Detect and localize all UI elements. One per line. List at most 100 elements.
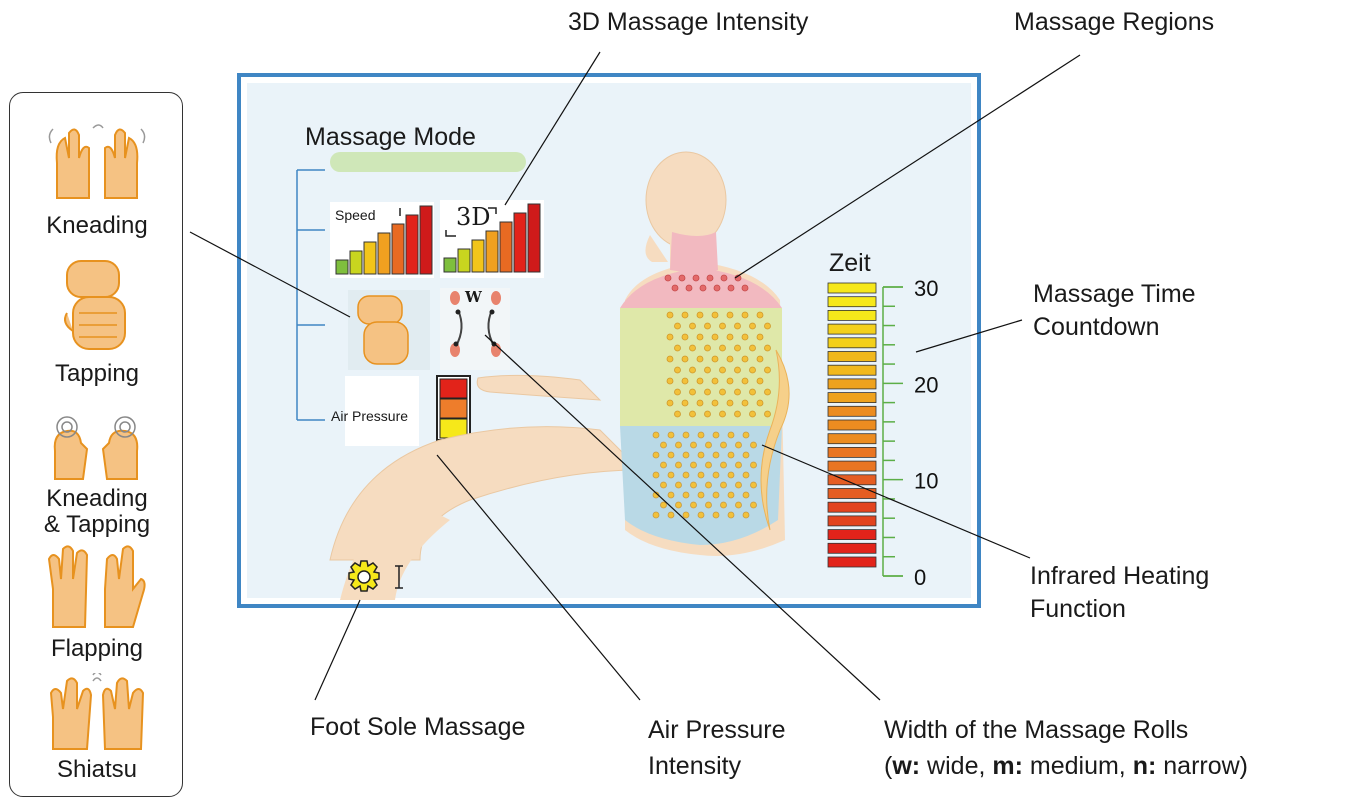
massage-dot	[743, 512, 749, 518]
massage-dot	[742, 378, 748, 384]
massage-dot	[668, 432, 674, 438]
massage-dot	[727, 312, 733, 318]
timer-bars	[828, 283, 876, 567]
massage-dot	[697, 334, 703, 340]
massage-dot	[661, 502, 667, 508]
massage-dot	[742, 285, 748, 291]
timer-tick-label: 20	[914, 372, 938, 397]
massage-dot	[682, 400, 688, 406]
massage-dot	[679, 275, 685, 281]
massage-dot	[706, 482, 712, 488]
massage-dot	[727, 400, 733, 406]
timer-segment	[828, 461, 876, 471]
massage-dot	[751, 462, 757, 468]
region-lower	[620, 426, 782, 545]
massage-dot	[698, 472, 704, 478]
massage-dot	[661, 482, 667, 488]
massage-dot	[721, 482, 727, 488]
massage-dot	[751, 502, 757, 508]
massage-dot	[705, 389, 711, 395]
massage-dot	[683, 512, 689, 518]
timer-segment	[828, 297, 876, 307]
massage-dot	[682, 312, 688, 318]
massage-dot	[721, 502, 727, 508]
massage-dot	[690, 345, 696, 351]
timer-ticks: 3020100	[883, 276, 938, 590]
massage-dot	[682, 378, 688, 384]
massage-dot	[661, 442, 667, 448]
massage-dot	[707, 275, 713, 281]
massage-dot	[682, 356, 688, 362]
massage-dot	[721, 275, 727, 281]
timer-segment	[828, 338, 876, 348]
callout-3d-intensity: 3D Massage Intensity	[568, 7, 808, 37]
massage-dot	[765, 389, 771, 395]
mode-title: Massage Mode	[305, 122, 476, 152]
massage-dot	[653, 472, 659, 478]
massage-dot	[735, 389, 741, 395]
timer-segment	[828, 352, 876, 362]
timer-segment	[828, 543, 876, 553]
massage-dot	[705, 323, 711, 329]
massage-dot	[698, 512, 704, 518]
massage-dot	[757, 334, 763, 340]
massage-dot	[735, 411, 741, 417]
massage-dot	[727, 378, 733, 384]
massage-dot	[765, 367, 771, 373]
intensity-bar	[444, 258, 456, 272]
massage-dot	[697, 400, 703, 406]
massage-dot	[653, 452, 659, 458]
massage-dot	[713, 452, 719, 458]
massage-dot	[690, 367, 696, 373]
massage-dot	[667, 356, 673, 362]
massage-dot	[742, 312, 748, 318]
massage-dot	[751, 482, 757, 488]
massage-dot	[653, 512, 659, 518]
massage-dot	[686, 285, 692, 291]
timer-segment	[828, 516, 876, 526]
massage-dot	[735, 323, 741, 329]
mode-bracket	[297, 170, 325, 420]
massage-dot	[697, 356, 703, 362]
massage-dot	[757, 312, 763, 318]
timer-segment	[828, 420, 876, 430]
timer-segment	[828, 310, 876, 320]
region-middle	[620, 308, 782, 426]
massage-dot	[698, 492, 704, 498]
intensity-bar	[458, 249, 470, 272]
massage-dot	[691, 442, 697, 448]
massage-dot	[728, 472, 734, 478]
massage-dot	[721, 442, 727, 448]
callout-width-rolls: Width of the Massage Rolls(w: wide, m: m…	[884, 712, 1248, 784]
massage-dot	[667, 334, 673, 340]
massage-dot	[713, 512, 719, 518]
intensity-bar	[420, 206, 432, 274]
massage-dot	[683, 472, 689, 478]
massage-dot	[757, 378, 763, 384]
timer-segment	[828, 324, 876, 334]
massage-dot	[720, 323, 726, 329]
massage-dot	[661, 462, 667, 468]
massage-dot	[682, 334, 688, 340]
callout-foot-sole: Foot Sole Massage	[310, 712, 525, 742]
timer-segment	[828, 406, 876, 416]
massage-dot	[691, 502, 697, 508]
massage-dot	[750, 323, 756, 329]
speed-label: Speed	[335, 207, 375, 223]
air-pressure-label: Air Pressure	[331, 408, 408, 424]
massage-dot	[757, 400, 763, 406]
timer-label: Zeit	[829, 248, 871, 278]
massage-dot	[700, 285, 706, 291]
intensity-bar	[472, 240, 484, 272]
timer-segment	[828, 530, 876, 540]
massage-dot	[742, 400, 748, 406]
massage-dot	[667, 312, 673, 318]
massage-dot	[706, 462, 712, 468]
massage-dot	[728, 432, 734, 438]
massage-dot	[742, 356, 748, 362]
intensity-bar	[486, 231, 498, 272]
massage-dot	[735, 367, 741, 373]
timer-segment	[828, 283, 876, 293]
massage-dot	[668, 512, 674, 518]
